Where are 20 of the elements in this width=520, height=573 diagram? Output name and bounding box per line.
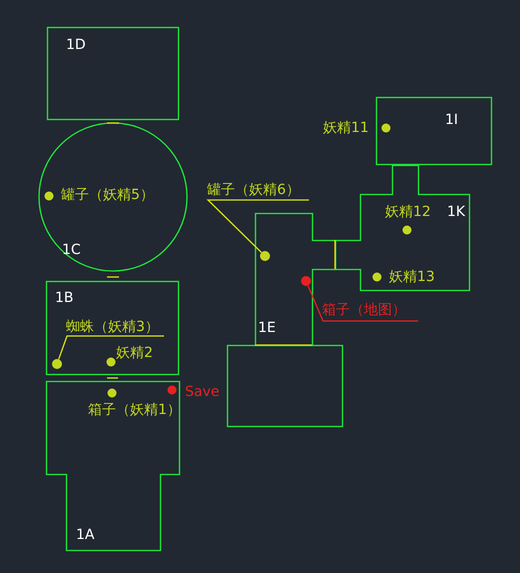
room-label: 1K	[447, 204, 466, 221]
item-label: 妖精2	[116, 345, 153, 362]
item-label: 妖精11	[323, 120, 369, 137]
item-label: 妖精12	[385, 204, 431, 221]
room-label: 1B	[55, 290, 74, 307]
leader-line	[307, 285, 418, 322]
leader-line	[206, 199, 309, 253]
item-label: 箱子（妖精1）	[88, 402, 181, 419]
room-label: 1D	[66, 37, 86, 54]
item-label: 蜘蛛（妖精3）	[66, 319, 159, 336]
room-label: 1E	[258, 320, 276, 337]
item-label: 罐子（妖精5）	[61, 187, 154, 204]
room-label: 1C	[62, 242, 81, 259]
room-label: 1I	[445, 112, 458, 129]
item-label: 罐子（妖精6）	[207, 182, 300, 199]
save-point-label: Save	[185, 384, 220, 401]
room-label: 1A	[76, 527, 94, 544]
leader-line	[58, 335, 164, 360]
item-label: 妖精13	[389, 269, 435, 286]
item-label: 箱子（地图）	[322, 302, 406, 319]
